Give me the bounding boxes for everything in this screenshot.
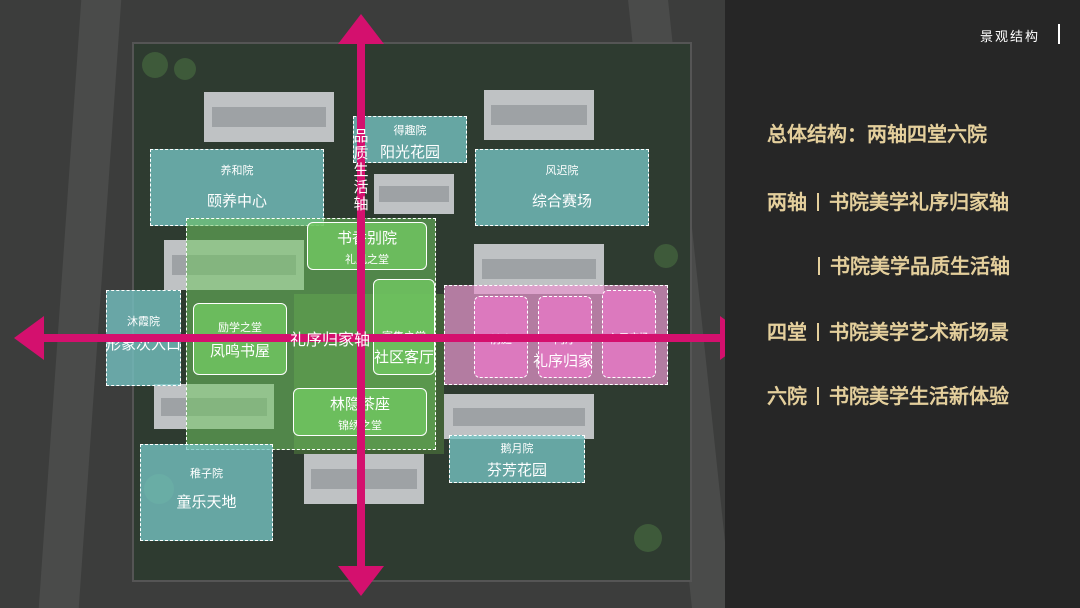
zone-subtitle: 鹅月院 [500,442,534,455]
separator [817,387,819,405]
horizontal-axis-label: 礼序归家轴 [290,330,371,349]
zone-subtitle: 礼风之堂 [345,253,389,266]
residential-building [484,90,594,140]
zone-shuxiang-hall: 书香别院 礼风之堂 [307,222,427,270]
tree [634,524,662,552]
zone-dequ-courtyard: 得趣院 阳光花园 [353,116,467,163]
zone-subtitle: 稚子院 [190,467,223,480]
separator [817,193,819,211]
tree [142,52,168,78]
structure-summary: 总体结构：两轴四堂六院 [767,122,987,146]
zone-title: 社区客厅 [373,348,434,366]
vertical-axis-arrow-down [338,566,384,596]
separator [818,257,820,275]
structure-line-axis-1: 两轴书院美学礼序归家轴 [767,186,1009,215]
zone-subtitle: 养和院 [220,164,254,177]
line-key: 四堂 [767,320,807,344]
horizontal-axis-arrow-left [14,316,44,360]
zone-subtitle: 励学之堂 [218,321,262,334]
zone-title: 颐养中心 [206,192,267,210]
entrance-home-label: 礼序归家 [533,352,594,370]
vertical-axis-arrow-up [338,14,384,44]
line-text: 书院美学礼序归家轴 [829,190,1009,214]
legend-panel: 景观结构 [725,0,1080,608]
zone-title: 凤鸣书屋 [209,342,270,360]
zone-title: 书香别院 [336,229,397,247]
zone-subtitle: 沐霞院 [127,315,160,328]
title-divider [1058,24,1060,44]
separator [817,323,819,341]
line-key: 两轴 [767,190,807,214]
zone-subtitle: 得趣院 [393,124,427,137]
structure-line-axis-2: 书院美学品质生活轴 [808,250,1010,279]
tree [174,58,196,80]
tree [654,244,678,268]
zone-zhizi-courtyard: 稚子院 童乐天地 [140,444,273,541]
vertical-axis-label: 品质生活轴 [353,127,369,213]
residential-building [374,174,454,214]
zone-fengchi-courtyard: 风迟院 综合赛场 [475,149,649,226]
zone-title: 阳光花园 [379,143,440,161]
line-text: 书院美学生活新体验 [829,384,1009,408]
zone-subtitle: 风迟院 [545,164,579,177]
structure-line-courtyards: 六院书院美学生活新体验 [767,380,1009,409]
panel-title: 景观结构 [979,30,1040,45]
line-key: 六院 [767,384,807,408]
zone-title: 芬芳花园 [486,461,547,479]
residential-building [444,394,594,439]
structure-line-halls: 四堂书院美学艺术新场景 [767,316,1009,345]
vertical-axis-line [357,42,365,572]
zone-title: 综合赛场 [531,192,592,210]
horizontal-axis-line [42,334,722,342]
zone-yihe-courtyard: 养和院 颐养中心 [150,149,324,226]
zone-yanji-hall: 宴集之堂 社区客厅 [373,279,435,375]
zone-jieyue-courtyard: 鹅月院 芬芳花园 [449,435,585,483]
zone-title: 童乐天地 [176,493,237,511]
line-text: 书院美学品质生活轴 [830,254,1010,278]
line-text: 书院美学艺术新场景 [829,320,1009,344]
residential-building [204,92,334,142]
